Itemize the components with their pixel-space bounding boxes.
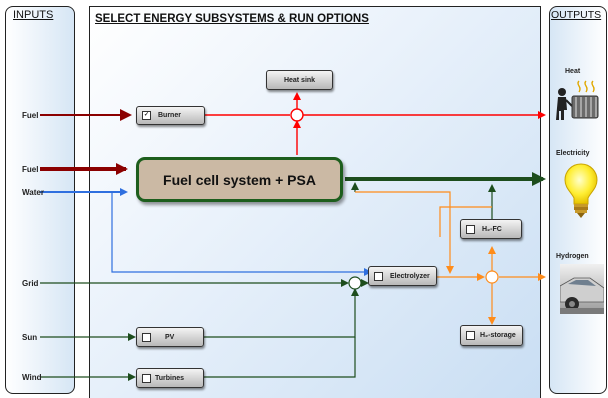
turbines-label: Turbines bbox=[155, 374, 185, 382]
output-electricity-label: Electricity bbox=[556, 150, 590, 157]
input-wind-label: Wind bbox=[22, 373, 42, 382]
main-title: SELECT ENERGY SUBSYSTEMS & RUN OPTIONS bbox=[95, 13, 369, 25]
h2-fc-box[interactable]: H₂-FC bbox=[460, 219, 522, 239]
input-grid-label: Grid bbox=[22, 279, 39, 288]
burner-box[interactable]: ✓ Burner bbox=[136, 106, 205, 125]
fuel-cell-system-box[interactable]: Fuel cell system + PSA bbox=[136, 157, 343, 202]
turbines-checkbox[interactable] bbox=[142, 373, 151, 383]
h2-fc-label: H₂-FC bbox=[482, 225, 502, 233]
inputs-panel bbox=[5, 6, 75, 394]
heat-sink-box[interactable]: Heat sink bbox=[266, 70, 333, 90]
output-hydrogen-label: Hydrogen bbox=[556, 253, 589, 260]
pv-checkbox[interactable] bbox=[142, 332, 151, 342]
output-heat-label: Heat bbox=[565, 68, 581, 75]
h2-storage-label: H₂-storage bbox=[480, 332, 516, 339]
heat-sink-label: Heat sink bbox=[283, 76, 316, 84]
turbines-box[interactable]: Turbines bbox=[136, 368, 204, 388]
electrolyzer-box[interactable]: Electrolyzer bbox=[368, 266, 437, 286]
fuel-cell-label: Fuel cell system + PSA bbox=[163, 171, 316, 188]
input-fuel-burner-label: Fuel bbox=[22, 111, 39, 120]
electrolyzer-checkbox[interactable] bbox=[374, 271, 383, 281]
electrolyzer-label: Electrolyzer bbox=[390, 272, 430, 280]
h2-storage-box[interactable]: H₂-storage bbox=[460, 325, 523, 346]
h2-fc-checkbox[interactable] bbox=[466, 224, 475, 234]
input-sun-label: Sun bbox=[22, 333, 38, 342]
burner-checkbox[interactable]: ✓ bbox=[142, 111, 151, 120]
input-fuel-fc-label: Fuel bbox=[22, 165, 39, 174]
input-water-label: Water bbox=[22, 188, 44, 197]
car-icon bbox=[560, 264, 604, 314]
radiator-icon bbox=[556, 80, 599, 120]
light-bulb-icon bbox=[564, 163, 598, 218]
pv-label: PV bbox=[165, 333, 175, 341]
burner-label: Burner bbox=[158, 112, 181, 119]
h2-storage-checkbox[interactable] bbox=[466, 331, 475, 340]
inputs-title: INPUTS bbox=[13, 9, 54, 21]
outputs-title: OUTPUTS bbox=[551, 9, 602, 21]
pv-box[interactable]: PV bbox=[136, 327, 204, 347]
